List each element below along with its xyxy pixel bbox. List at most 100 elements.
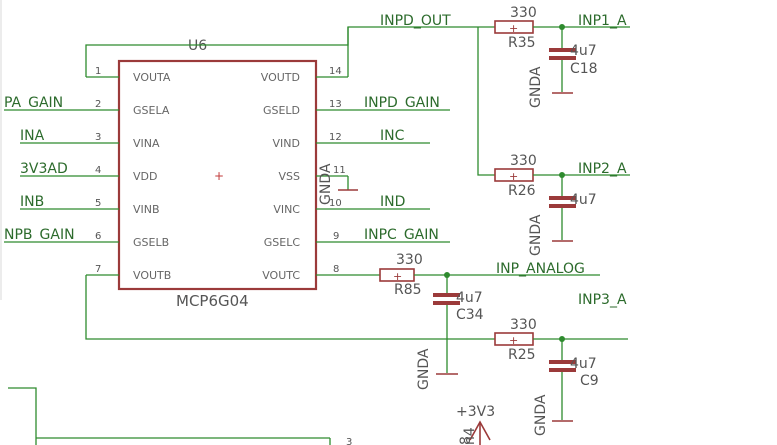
pin-name: GSELB — [133, 236, 169, 249]
net-label-inp1[interactable]: INP1_A — [578, 13, 627, 29]
resistor-mark: + — [393, 270, 402, 283]
resistor-value: 330 — [510, 5, 537, 21]
wire — [8, 387, 37, 445]
pin-number: 6 — [95, 231, 101, 242]
pin-number: 9 — [333, 231, 339, 242]
net-label[interactable]: NPB_GAIN — [4, 227, 75, 243]
capacitor-plate — [549, 56, 576, 60]
pin-number: 1 — [95, 66, 101, 77]
wire-voutb — [85, 275, 495, 340]
net-label[interactable]: INPD_GAIN — [364, 95, 440, 111]
pin-name: VOUTD — [261, 71, 300, 84]
net-label[interactable]: INPC_GAIN — [364, 227, 439, 243]
capacitor-plate — [549, 48, 576, 52]
ground-vss: GNDA — [318, 163, 358, 205]
pin-name: VOUTB — [133, 269, 171, 282]
resistor-ref: R35 — [508, 35, 536, 51]
resistor-value: 330 — [510, 153, 537, 169]
resistor-value: 330 — [396, 252, 423, 268]
pin-number: 10 — [329, 198, 342, 209]
resistor-mark: + — [509, 22, 518, 35]
pin-number: 12 — [329, 132, 342, 143]
pin-number: 11 — [333, 165, 346, 176]
pin-number: 14 — [329, 66, 342, 77]
pin-number: 4 — [95, 165, 101, 176]
net-label[interactable]: INC — [380, 128, 405, 144]
capacitor-c34[interactable]: 4u7 C34 GNDA — [416, 275, 484, 390]
resistor-value: 330 — [510, 317, 537, 333]
capacitor-plate — [549, 368, 576, 372]
capacitor-ref: C34 — [456, 307, 484, 323]
net-label-inp3[interactable]: INP3_A — [578, 292, 627, 308]
net-label[interactable]: INA — [20, 128, 45, 144]
capacitor-inp2[interactable]: 4u7 GNDA — [528, 175, 597, 256]
pin-name: GSELD — [263, 104, 300, 117]
pin-number: 5 — [95, 198, 101, 209]
capacitor-ref: C18 — [570, 61, 598, 77]
net-label-inp2[interactable]: INP2_A — [578, 161, 627, 177]
capacitor-plate — [549, 204, 576, 208]
supply-partial-label: n4 — [462, 427, 478, 445]
net-label[interactable]: IND — [380, 194, 405, 210]
ic-ref: U6 — [188, 38, 207, 54]
ic-origin-mark: + — [214, 169, 224, 183]
resistor-r35[interactable]: + 330 R35 — [494, 5, 537, 51]
ic-part: MCP6G04 — [176, 292, 249, 310]
net-label-inpd-out[interactable]: INPD_OUT — [380, 13, 451, 29]
wire-voutd — [347, 26, 495, 77]
pin-name: VOUTA — [133, 71, 171, 84]
capacitor-plate — [433, 301, 460, 305]
resistor-ref: R25 — [508, 347, 536, 363]
pin-name: GSELC — [264, 236, 301, 249]
resistor-r26[interactable]: + 330 R26 — [494, 153, 537, 199]
pin-number: 7 — [95, 264, 101, 275]
net-label-inp-analog[interactable]: INP_ANALOG — [496, 261, 585, 277]
wire-r26-feed — [477, 27, 495, 176]
capacitor-value: 4u7 — [570, 192, 597, 208]
resistor-r25[interactable]: + 330 R25 — [494, 317, 537, 363]
resistor-r85[interactable]: + 330 R85 — [379, 252, 423, 298]
ic-u6[interactable]: U6 MCP6G04 + 1 2 3 4 5 6 7 VOUTA GSELA V… — [69, 38, 380, 310]
ic-body[interactable] — [117, 59, 318, 291]
pin-number: 3 — [346, 437, 352, 445]
resistor-ref: R85 — [394, 282, 422, 298]
supply-label: +3V3 — [456, 404, 495, 420]
pin-name: VIND — [273, 137, 300, 150]
pin-name: VDD — [133, 170, 157, 183]
resistor-mark: + — [509, 170, 518, 183]
capacitor-value: 4u7 — [570, 356, 597, 372]
net-label[interactable]: 3V3AD — [20, 161, 68, 177]
pin-name: VINA — [133, 137, 160, 150]
pin-number: 3 — [95, 132, 101, 143]
capacitor-c9[interactable]: 4u7 C9 GNDA — [533, 339, 599, 436]
pin-number: 13 — [329, 99, 342, 110]
capacitor-plate — [433, 293, 460, 297]
capacitor-c18[interactable]: 4u7 C18 GNDA — [528, 27, 598, 108]
capacitor-value: 4u7 — [456, 290, 483, 306]
capacitor-plate — [549, 360, 576, 364]
pin-name: VOUTC — [262, 269, 300, 282]
supply-3v3[interactable]: +3V3 n4 — [456, 404, 495, 445]
ground-label: GNDA — [528, 66, 544, 108]
capacitor-ref: C9 — [580, 373, 599, 389]
pin-number: 8 — [333, 264, 339, 275]
net-label[interactable]: INB — [20, 194, 44, 210]
partial-ref: 8 — [458, 436, 474, 445]
pin-number: 2 — [95, 99, 101, 110]
pin-name: GSELA — [133, 104, 170, 117]
pin-name: VINB — [133, 203, 160, 216]
ground-label: GNDA — [416, 348, 432, 390]
capacitor-plate — [549, 196, 576, 200]
ground-label: GNDA — [528, 214, 544, 256]
capacitor-value: 4u7 — [570, 43, 597, 59]
ground-label: GNDA — [533, 394, 549, 436]
ground-label: GNDA — [318, 163, 334, 205]
net-label[interactable]: PA_GAIN — [4, 95, 63, 111]
resistor-ref: R26 — [508, 183, 536, 199]
pin-name: VINC — [273, 203, 300, 216]
wire-vouta — [85, 27, 349, 77]
resistor-mark: + — [509, 334, 518, 347]
pin-name: VSS — [279, 170, 301, 183]
